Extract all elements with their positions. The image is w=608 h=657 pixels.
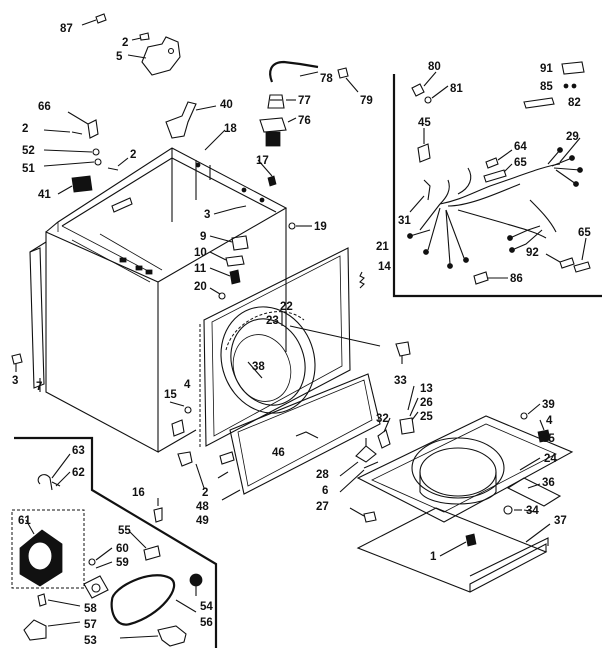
label-82: 82 — [568, 97, 581, 109]
label-64: 64 — [514, 141, 527, 153]
label-57: 57 — [84, 619, 97, 631]
label-15: 15 — [164, 389, 177, 401]
label-40: 40 — [220, 99, 233, 111]
label-41: 41 — [38, 189, 51, 201]
label-3a: 3 — [204, 209, 210, 221]
label-14: 14 — [378, 261, 391, 273]
label-2c: 2 — [130, 149, 136, 161]
label-16: 16 — [132, 487, 145, 499]
label-87: 87 — [60, 23, 73, 35]
label-81: 81 — [450, 83, 463, 95]
label-54: 54 — [200, 601, 213, 613]
label-49: 49 — [196, 515, 209, 527]
label-48: 48 — [196, 501, 209, 513]
label-38: 38 — [252, 361, 265, 373]
label-39: 39 — [542, 399, 555, 411]
label-23: 23 — [266, 315, 279, 327]
label-61: 61 — [18, 515, 31, 527]
label-10: 10 — [194, 247, 207, 259]
label-59: 59 — [116, 557, 129, 569]
label-45: 45 — [418, 117, 431, 129]
label-37: 37 — [554, 515, 567, 527]
top-bracket-group — [43, 13, 359, 195]
label-11: 11 — [194, 263, 207, 275]
label-65b: 65 — [578, 227, 591, 239]
label-85: 85 — [540, 81, 553, 93]
label-76: 76 — [298, 115, 311, 127]
label-33: 33 — [394, 375, 407, 387]
label-1: 1 — [430, 551, 437, 563]
motor-box — [11, 436, 218, 648]
base-assembly — [339, 385, 574, 593]
label-60: 60 — [116, 543, 129, 555]
label-62: 62 — [72, 467, 85, 479]
label-53: 53 — [84, 635, 97, 647]
label-34: 34 — [526, 505, 539, 517]
label-78: 78 — [320, 73, 333, 85]
label-7: 7 — [36, 381, 42, 393]
label-63: 63 — [72, 445, 85, 457]
label-66: 66 — [38, 101, 51, 113]
label-56: 56 — [200, 617, 213, 629]
label-5: 5 — [116, 51, 123, 63]
label-65a: 65 — [514, 157, 527, 169]
label-17: 17 — [256, 155, 269, 167]
label-52: 52 — [22, 145, 35, 157]
label-26: 26 — [420, 397, 433, 409]
label-2d: 2 — [202, 487, 208, 499]
label-20: 20 — [194, 281, 207, 293]
label-3b: 3 — [12, 375, 18, 387]
label-80: 80 — [428, 61, 441, 73]
label-36: 36 — [542, 477, 555, 489]
label-19: 19 — [314, 221, 327, 233]
label-13: 13 — [420, 383, 433, 395]
label-31: 31 — [398, 215, 411, 227]
label-4b: 4 — [546, 415, 553, 427]
wiring-harness-box — [392, 61, 602, 298]
label-55: 55 — [118, 525, 131, 537]
label-92: 92 — [526, 247, 539, 259]
label-2b: 2 — [22, 123, 28, 135]
label-91: 91 — [540, 63, 553, 75]
door-assembly — [195, 247, 411, 501]
label-58: 58 — [84, 603, 97, 615]
label-22: 22 — [280, 301, 293, 313]
label-21: 21 — [376, 241, 389, 253]
label-51: 51 — [22, 163, 35, 175]
label-28: 28 — [316, 469, 329, 481]
label-35: 35 — [542, 433, 555, 445]
label-27: 27 — [316, 501, 329, 513]
label-77: 77 — [298, 95, 311, 107]
label-46: 46 — [272, 447, 285, 459]
label-29: 29 — [566, 131, 579, 143]
label-32: 32 — [376, 413, 389, 425]
label-18: 18 — [224, 123, 237, 135]
label-25: 25 — [420, 411, 433, 423]
label-2a: 2 — [122, 37, 128, 49]
label-79: 79 — [360, 95, 373, 107]
label-86: 86 — [510, 273, 523, 285]
label-4a: 4 — [184, 379, 191, 391]
label-9: 9 — [200, 231, 206, 243]
label-6: 6 — [322, 485, 328, 497]
cabinet — [11, 129, 312, 523]
part-labels: 87 2 5 78 77 76 79 66 40 2 18 52 51 2 17… — [12, 23, 591, 647]
label-24: 24 — [544, 453, 557, 465]
